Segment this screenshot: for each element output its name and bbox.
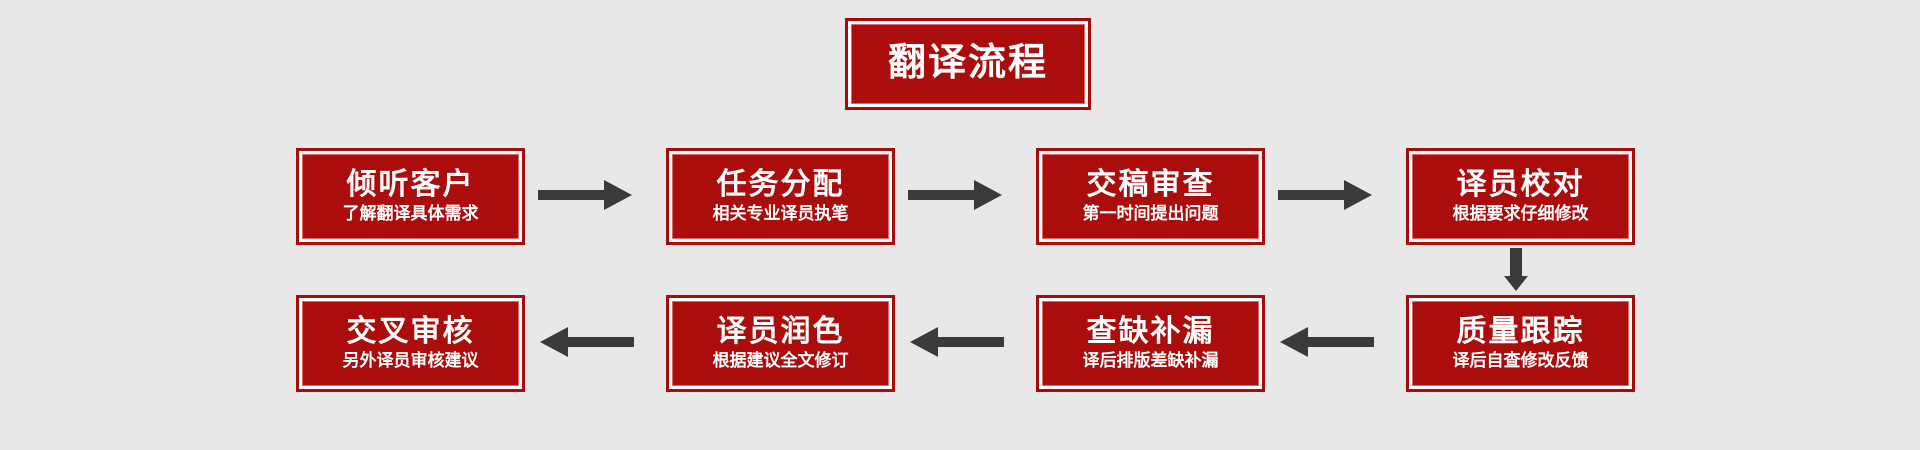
- flow-node-step8[interactable]: 交叉审核 另外译员审核建议: [296, 295, 525, 392]
- flow-node-step8-inner: 交叉审核 另外译员审核建议: [302, 301, 519, 386]
- flow-node-step7[interactable]: 译员润色 根据建议全文修订: [666, 295, 895, 392]
- flow-node-step5-subtitle: 译后自查修改反馈: [1452, 351, 1589, 372]
- flow-node-step5[interactable]: 质量跟踪 译后自查修改反馈: [1406, 295, 1635, 392]
- arrow-left-icon-step5-step6: [1278, 325, 1374, 359]
- flowchart-title-box: 翻译流程: [845, 18, 1091, 110]
- flow-node-step6-subtitle: 译后排版差缺补漏: [1082, 351, 1219, 372]
- flow-node-step5-title: 质量跟踪: [1456, 313, 1585, 349]
- flow-node-step8-title: 交叉审核: [346, 313, 475, 349]
- flow-node-step1-title: 倾听客户: [346, 166, 475, 202]
- flow-node-step4[interactable]: 译员校对 根据要求仔细修改: [1406, 148, 1635, 245]
- flow-node-step3-inner: 交稿审查 第一时间提出问题: [1042, 154, 1259, 239]
- flow-node-step7-inner: 译员润色 根据建议全文修订: [672, 301, 889, 386]
- flow-node-step7-title: 译员润色: [716, 313, 845, 349]
- flow-node-step4-subtitle: 根据要求仔细修改: [1452, 204, 1589, 225]
- flow-node-step6[interactable]: 查缺补漏 译后排版差缺补漏: [1036, 295, 1265, 392]
- flow-node-step6-title: 查缺补漏: [1086, 313, 1215, 349]
- flow-node-step8-subtitle: 另外译员审核建议: [342, 351, 479, 372]
- flow-node-step5-inner: 质量跟踪 译后自查修改反馈: [1412, 301, 1629, 386]
- flow-node-step4-inner: 译员校对 根据要求仔细修改: [1412, 154, 1629, 239]
- arrow-left-icon-step7-step8: [538, 325, 634, 359]
- flow-node-step2-title: 任务分配: [716, 166, 845, 202]
- arrow-right-icon-step3-step4: [1278, 178, 1374, 212]
- flow-node-step3-title: 交稿审查: [1086, 166, 1215, 202]
- arrow-down-icon-step4-step5: [1504, 248, 1528, 292]
- flow-node-step2[interactable]: 任务分配 相关专业译员执笔: [666, 148, 895, 245]
- page-title: 翻译流程: [887, 40, 1048, 85]
- flow-node-step2-subtitle: 相关专业译员执笔: [712, 204, 849, 225]
- arrow-right-icon-step1-step2: [538, 178, 634, 212]
- flow-node-step1-inner: 倾听客户 了解翻译具体需求: [302, 154, 519, 239]
- flow-node-step3-subtitle: 第一时间提出问题: [1082, 204, 1219, 225]
- flow-node-step2-inner: 任务分配 相关专业译员执笔: [672, 154, 889, 239]
- flowchart-title-inner: 翻译流程: [851, 24, 1085, 104]
- flow-node-step1-subtitle: 了解翻译具体需求: [342, 204, 479, 225]
- flow-node-step4-title: 译员校对: [1456, 166, 1585, 202]
- flow-node-step3[interactable]: 交稿审查 第一时间提出问题: [1036, 148, 1265, 245]
- flow-node-step1[interactable]: 倾听客户 了解翻译具体需求: [296, 148, 525, 245]
- flow-node-step6-inner: 查缺补漏 译后排版差缺补漏: [1042, 301, 1259, 386]
- arrow-right-icon-step2-step3: [908, 178, 1004, 212]
- arrow-left-icon-step6-step7: [908, 325, 1004, 359]
- flow-node-step7-subtitle: 根据建议全文修订: [712, 351, 849, 372]
